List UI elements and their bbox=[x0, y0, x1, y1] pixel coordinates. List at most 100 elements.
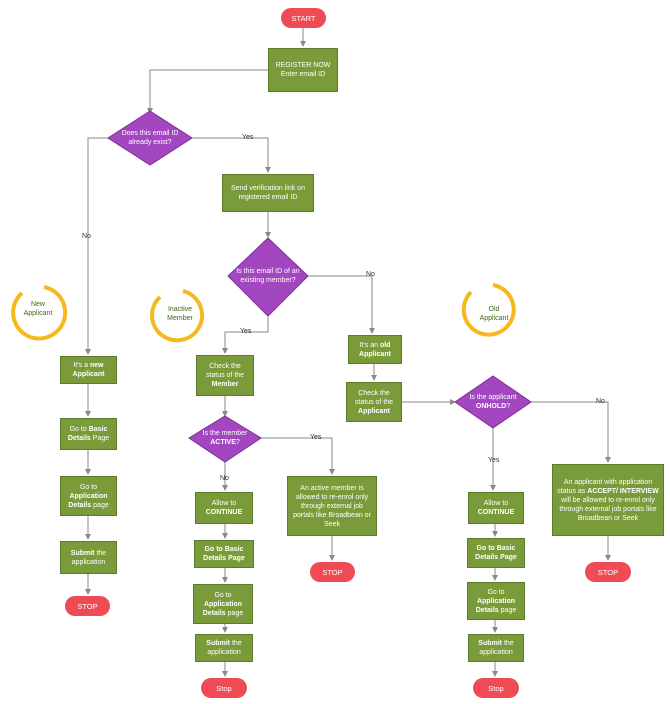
label-no-4: No bbox=[596, 398, 605, 405]
new-basic-line2: Details Page bbox=[67, 435, 110, 442]
verify-line1: Send verification link on bbox=[231, 185, 305, 192]
old-stop-terminal: Stop bbox=[473, 678, 519, 698]
member-stop-terminal: Stop bbox=[201, 678, 247, 698]
ring-old-line1: Old bbox=[488, 306, 500, 313]
active-line2: ACTIVE? bbox=[210, 439, 240, 446]
accept-interview-note-text: An applicant with application status as … bbox=[557, 478, 659, 522]
decision2-line2: existing member? bbox=[240, 277, 296, 284]
old-allow-continue-box: Allow to CONTINUE bbox=[468, 492, 524, 524]
decision-email-exists bbox=[107, 110, 193, 166]
decision2-line1: Is this email ID of an bbox=[236, 268, 300, 275]
active-line1: Is the member bbox=[202, 430, 248, 437]
active-member-stop-terminal: STOP bbox=[310, 562, 355, 582]
old-app-line3: Details page bbox=[475, 606, 517, 614]
onhold-line2: ONHOLD? bbox=[475, 403, 511, 410]
member-submit-line2: application bbox=[207, 649, 241, 656]
new-app-line3: Details page bbox=[68, 501, 109, 509]
label-no-1: No bbox=[82, 233, 91, 240]
register-line1: REGISTER NOW bbox=[275, 62, 331, 69]
label-yes-4: Yes bbox=[488, 457, 500, 464]
decision-applicant-onhold-text: Is the applicant ONHOLD? bbox=[455, 391, 531, 413]
decision-member-active-text: Is the member ACTIVE? bbox=[189, 427, 261, 449]
old-app-line2: Application bbox=[476, 597, 516, 605]
member-basic-details-box: Go to Basic Details Page bbox=[194, 540, 254, 568]
connector bbox=[308, 275, 375, 334]
new-submit-line1: Submit the bbox=[70, 549, 107, 557]
member-submit-box: Submit the application bbox=[195, 634, 253, 662]
ring-inactive-line1: Inactive bbox=[167, 306, 193, 313]
connector bbox=[85, 137, 108, 355]
member-basic-line1: Go to Basic bbox=[204, 546, 244, 553]
member-app-line2: Application bbox=[203, 600, 243, 608]
connector bbox=[190, 137, 271, 173]
new-basic-line1: Go to Basic bbox=[69, 426, 108, 433]
old-application-details-box: Go to Application Details page bbox=[467, 582, 525, 620]
check-member-line2: status of the bbox=[205, 372, 245, 379]
new-submit-line2: application bbox=[71, 558, 106, 566]
ring-new-applicant bbox=[11, 285, 68, 341]
its-old-line2: Applicant bbox=[359, 350, 391, 358]
verify-box: Send verification link on registered ema… bbox=[222, 174, 314, 212]
old-basic-line2: Details Page bbox=[475, 554, 517, 561]
old-submit-line2: application bbox=[479, 649, 513, 656]
member-allow-line2: CONTINUE bbox=[205, 509, 243, 516]
decision-member-active bbox=[188, 415, 262, 463]
decision-applicant-onhold bbox=[454, 375, 532, 429]
ring-new-applicant-label: New Applicant bbox=[18, 300, 58, 318]
member-application-details-box: Go to Application Details page bbox=[193, 584, 253, 624]
member-allow-continue-box: Allow to CONTINUE bbox=[195, 492, 253, 524]
decision1-line1: Does this email ID bbox=[121, 130, 179, 137]
member-allow-line1: Allow to bbox=[211, 500, 237, 507]
connector bbox=[222, 317, 269, 354]
decision-email-exists-text: Does this email ID already exist? bbox=[108, 126, 192, 150]
old-allow-line1: Allow to bbox=[483, 500, 509, 507]
label-no-3: No bbox=[220, 475, 229, 482]
member-basic-line2: Details Page bbox=[203, 555, 245, 562]
onhold-line1: Is the applicant bbox=[469, 394, 517, 401]
connector bbox=[261, 437, 335, 475]
old-basic-details-box: Go to Basic Details Page bbox=[467, 538, 525, 568]
label-yes-1: Yes bbox=[242, 134, 254, 141]
new-stop-terminal: STOP bbox=[65, 596, 110, 616]
its-old-line1: It's an old bbox=[359, 341, 391, 349]
old-app-line1: Go to bbox=[487, 588, 505, 596]
its-new-applicant-box: It's a new Applicant bbox=[60, 356, 117, 384]
label-yes-2: Yes bbox=[240, 328, 252, 335]
new-basic-details-box: Go to Basic Details Page bbox=[60, 418, 117, 450]
check-applicant-line3: Applicant bbox=[358, 407, 390, 415]
ring-old-applicant bbox=[461, 283, 516, 337]
decision1-line2: already exist? bbox=[128, 139, 172, 146]
old-submit-line1: Submit the bbox=[478, 640, 514, 647]
ring-new-line1: New bbox=[30, 301, 45, 308]
label-no-2: No bbox=[366, 271, 375, 278]
its-new-line2: Applicant bbox=[72, 371, 105, 378]
member-submit-line1: Submit the bbox=[206, 640, 242, 647]
ring-inactive-line2: Member bbox=[167, 315, 193, 322]
connector bbox=[531, 401, 611, 463]
its-old-applicant-box: It's an old Applicant bbox=[348, 335, 402, 364]
its-new-line1: It's a new bbox=[73, 362, 104, 369]
member-app-line3: Details page bbox=[202, 609, 244, 617]
decision-existing-member-text: Is this email ID of an existing member? bbox=[228, 264, 308, 288]
check-applicant-line2: status of the bbox=[354, 398, 394, 406]
check-member-status-box: Check the status of the Member bbox=[196, 355, 254, 396]
old-allow-line2: CONTINUE bbox=[477, 509, 515, 516]
check-applicant-status-box: Check the status of the Applicant bbox=[346, 382, 402, 422]
check-member-line1: Check the bbox=[209, 363, 241, 370]
accept-interview-note-box: An applicant with application status as … bbox=[552, 464, 664, 536]
active-member-note-text: An active member is allowed to re-enrol … bbox=[293, 484, 371, 528]
check-member-line3: Member bbox=[211, 381, 239, 388]
check-applicant-line1: Check the bbox=[358, 389, 390, 397]
new-app-line2: Application bbox=[69, 492, 108, 500]
verify-line2: registered email ID bbox=[238, 194, 298, 201]
active-member-note-box: An active member is allowed to re-enrol … bbox=[287, 476, 377, 536]
register-box: REGISTER NOW Enter email ID bbox=[268, 48, 338, 92]
ring-new-line2: Applicant bbox=[23, 310, 53, 317]
accept-interview-stop-terminal: STOP bbox=[585, 562, 631, 582]
old-basic-line1: Go to Basic bbox=[476, 545, 516, 552]
label-yes-3: Yes bbox=[310, 434, 322, 441]
ring-old-line2: Applicant bbox=[479, 315, 509, 322]
ring-old-applicant-label: Old Applicant bbox=[472, 305, 516, 323]
connector bbox=[147, 69, 268, 114]
